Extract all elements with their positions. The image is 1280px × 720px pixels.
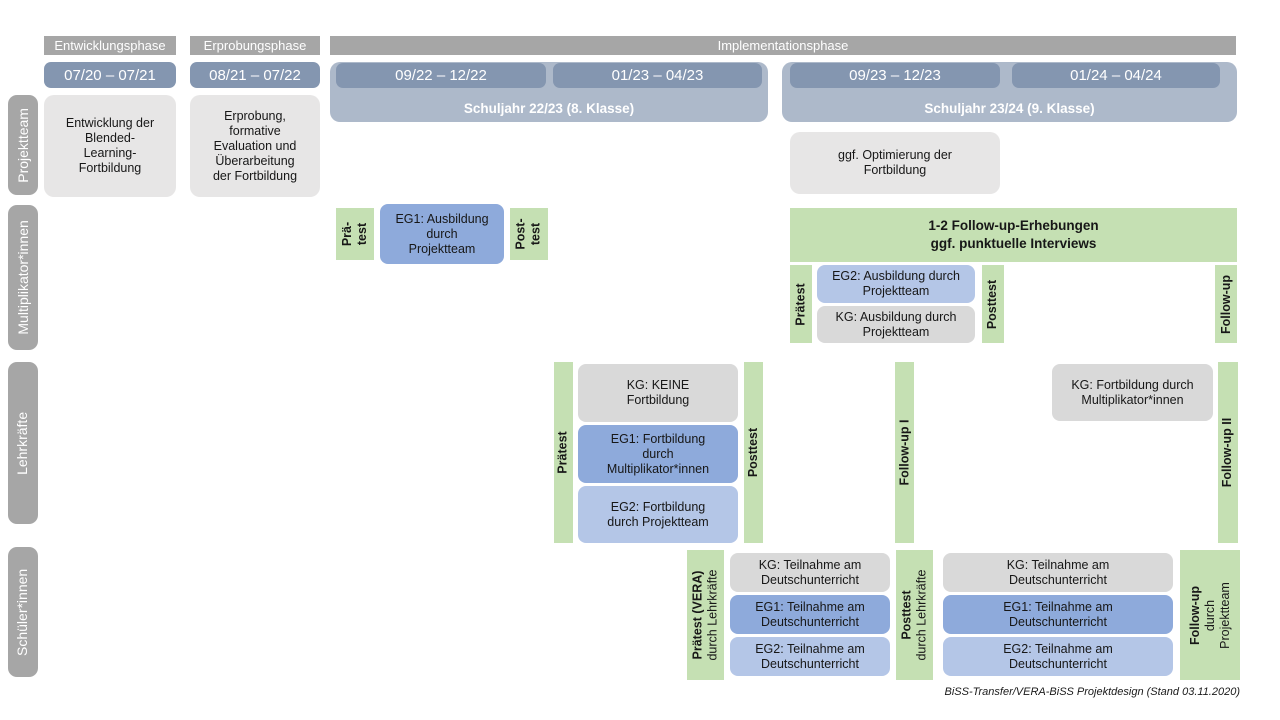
bar-label: Follow-up II [1220,417,1235,488]
bar-label: Posttest [985,279,1000,329]
lane-bar-multiplikatorinnen: Multiplikator*innen [8,205,38,350]
phase-header-implementationsphase: Implementationsphase [330,36,1236,55]
box-text: ggf. Optimierung der Fortbildung [838,148,952,177]
lane-bar-lehrkraefte: Lehrkräfte [8,362,38,524]
bar-label-main: Follow-up [1187,585,1202,645]
school-year-label: Schuljahr 23/24 (9. Klasse) [924,101,1095,116]
box-erprobung-evaluation: Erprobung, formative Evaluation und Über… [190,95,320,197]
box-eg1-teilnahme-2: EG1: Teilnahme am Deutschunterricht [943,595,1173,634]
bar-posttest-multiplikatoren-2: Posttest [982,265,1004,343]
diagram-caption: BiSS-Transfer/VERA-BiSS Projektdesign (S… [944,686,1240,698]
bar-label-sub: durch Lehrkräfte [914,569,929,661]
box-text: KG: Ausbildung durch Projektteam [835,309,957,339]
box-eg2-teilnahme-2: EG2: Teilnahme am Deutschunterricht [943,637,1173,676]
lane-label: Projektteam [14,107,31,183]
bar-label: Prä- test [339,221,369,247]
lane-bar-projektteam: Projektteam [8,95,38,195]
box-text: EG1: Teilnahme am Deutschunterricht [755,599,865,629]
box-text: EG2: Teilnahme am Deutschunterricht [755,641,865,671]
bar-label: Posttest [746,427,761,478]
box-text: EG2: Ausbildung durch Projektteam [832,269,960,298]
box-optimierung-fortbildung: ggf. Optimierung der Fortbildung [790,132,1000,194]
box-text: KG: Teilnahme am Deutschunterricht [758,557,862,587]
bar-followup-schueler: Follow-up durch Projektteam [1180,550,1240,680]
bar-label: Prätest (VERA) durch Lehrkräfte [691,569,721,660]
lane-bar-schuelerinnen: Schüler*innen [8,547,38,677]
phase-header-erprobungsphase: Erprobungsphase [190,36,320,55]
bar-posttest-schueler: Posttest durch Lehrkräfte [896,550,933,680]
banner-followup-erhebungen: 1-2 Follow-up-Erhebungen ggf. punktuelle… [790,208,1237,262]
box-kg-fortbildung-multiplikatoren: KG: Fortbildung durch Multiplikator*inne… [1052,364,1213,421]
box-eg2-fortbildung-projektteam: EG2: Fortbildung durch Projektteam [578,486,738,543]
box-eg1-fortbildung-multiplikatoren: EG1: Fortbildung durch Multiplikator*inn… [578,425,738,483]
bar-label-sub: durch Lehrkräfte [705,569,720,661]
bar-followup-1-lehrkraefte: Follow-up I [895,362,914,543]
phase-label: Entwicklungsphase [54,38,166,53]
lane-label: Schüler*innen [14,568,31,656]
period-bar-2: 08/21 – 07/22 [190,62,320,88]
bar-label: Post- test [514,218,543,250]
box-kg-keine-fortbildung: KG: KEINE Fortbildung [578,364,738,422]
box-text: Erprobung, formative Evaluation und Über… [212,108,298,183]
bar-praetest-lehrkraefte: Prätest [554,362,573,543]
school-year-label: Schuljahr 22/23 (8. Klasse) [463,101,635,116]
period-label: 01/24 – 04/24 [1070,67,1162,84]
box-text: EG2: Teilnahme am Deutschunterricht [1003,641,1113,671]
bar-label: Follow-up I [897,419,911,486]
bar-posttest-multiplikatoren-1: Post- test [510,208,548,260]
bar-praetest-multiplikatoren-2: Prätest [790,265,812,343]
period-bar-6: 01/24 – 04/24 [1012,63,1220,88]
bar-followup-multiplikatoren: Follow-up [1215,265,1237,343]
period-label: 09/22 – 12/22 [395,67,487,84]
box-text: EG1: Teilnahme am Deutschunterricht [1003,599,1113,629]
lane-label: Multiplikator*innen [14,220,31,335]
box-text: KG: Teilnahme am Deutschunterricht [1006,557,1110,587]
phase-label: Erprobungsphase [203,38,307,53]
bar-praetest-vera-schueler: Prätest (VERA) durch Lehrkräfte [687,550,724,680]
bar-label: Prätest [556,431,571,474]
box-text: EG1: Fortbildung durch Multiplikator*inn… [606,431,710,476]
lane-label: Lehrkräfte [14,411,31,475]
box-text: EG2: Fortbildung durch Projektteam [607,499,709,529]
bar-label: Posttest durch Lehrkräfte [900,569,930,660]
box-text: Entwicklung der Blended- Learning- Fortb… [65,116,155,175]
box-text: KG: KEINE Fortbildung [626,378,690,407]
box-eg2-ausbildung-projektteam: EG2: Ausbildung durch Projektteam [817,265,975,303]
period-label: 08/21 – 07/22 [209,66,301,84]
bar-label-sub: durch Projektteam [1202,581,1232,649]
bar-followup-2-lehrkraefte: Follow-up II [1218,362,1238,543]
box-eg2-teilnahme-1: EG2: Teilnahme am Deutschunterricht [730,637,890,676]
bar-label: Follow-up [1218,274,1233,334]
box-entwicklung-fortbildung: Entwicklung der Blended- Learning- Fortb… [44,95,176,197]
period-label: 09/23 – 12/23 [849,67,941,84]
period-bar-4: 01/23 – 04/23 [553,63,762,88]
banner-text: 1-2 Follow-up-Erhebungen ggf. punktuelle… [928,216,1099,254]
box-text: KG: Fortbildung durch Multiplikator*inne… [1071,377,1194,407]
bar-praetest-multiplikatoren-1: Prä- test [336,208,374,260]
period-label: 01/23 – 04/23 [611,67,704,84]
bar-label: Prätest [793,282,808,326]
box-eg1-ausbildung-projektteam: EG1: Ausbildung durch Projektteam [380,204,504,264]
bar-posttest-lehrkraefte: Posttest [744,362,763,543]
box-text: EG1: Ausbildung durch Projektteam [395,211,489,256]
period-label: 07/20 – 07/21 [64,66,156,84]
period-bar-3: 09/22 – 12/22 [336,63,546,88]
period-bar-1: 07/20 – 07/21 [44,62,176,88]
box-kg-teilnahme-2: KG: Teilnahme am Deutschunterricht [943,553,1173,592]
bar-label: Follow-up durch Projektteam [1188,582,1233,649]
bar-label-main: Posttest [899,590,914,640]
phase-header-entwicklungsphase: Entwicklungsphase [44,36,176,55]
phase-label: Implementationsphase [717,38,849,53]
bar-label-main: Prätest (VERA) [690,570,705,660]
period-bar-5: 09/23 – 12/23 [790,63,1000,88]
box-kg-teilnahme-1: KG: Teilnahme am Deutschunterricht [730,553,890,592]
box-eg1-teilnahme-1: EG1: Teilnahme am Deutschunterricht [730,595,890,634]
box-kg-ausbildung-projektteam: KG: Ausbildung durch Projektteam [817,306,975,343]
